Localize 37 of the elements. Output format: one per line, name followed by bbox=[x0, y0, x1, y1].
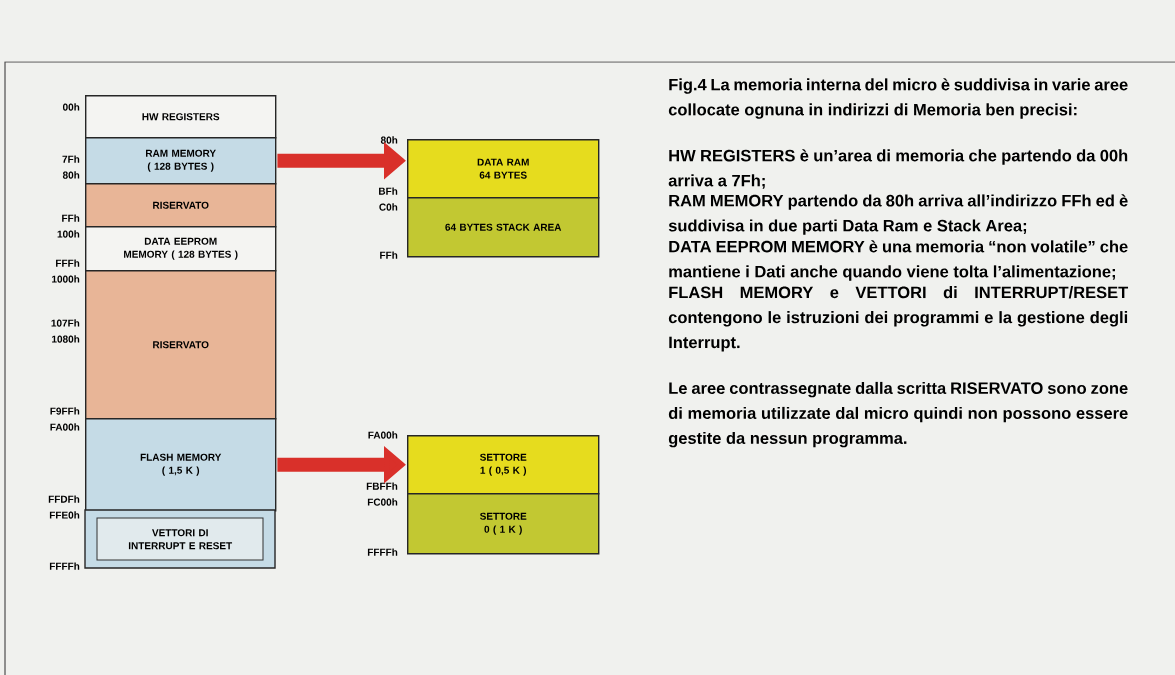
address-label: 00h bbox=[62, 103, 80, 111]
address-label: FA00h bbox=[50, 423, 80, 431]
memory-block: RISERVATO bbox=[85, 183, 277, 228]
memory-block: SETTORE 1 ( 0,5 K ) bbox=[407, 435, 600, 495]
address-label: FFh bbox=[380, 251, 398, 259]
address-label: FFFFh bbox=[367, 548, 398, 556]
paragraph: HW REGISTERS è un’area di memoria che partendo da 00h arriva a 7Fh; bbox=[668, 149, 1128, 189]
address-label: FFFFh bbox=[49, 562, 80, 570]
memory-block: RISERVATO bbox=[85, 270, 277, 420]
memory-block: VETTORI DI INTERRUPT E RESET bbox=[84, 509, 276, 569]
paragraph: DATA EEPROM MEMORY è una memoria “non volatile” che mantiene i Dati anche quando viene tolta l’alimentazione; bbox=[669, 240, 1128, 281]
address-label: 7Fh bbox=[62, 155, 80, 163]
address-label: 80h bbox=[62, 171, 80, 179]
address-label: 80h bbox=[380, 136, 398, 144]
memory-block: DATA EEPROM MEMORY ( 128 BYTES ) bbox=[85, 226, 277, 272]
paragraph: FLASH MEMORY e VETTORI di INTERRUPT/RESET contengono le istruzioni dei programmi e la gestione degli Interrupt. bbox=[668, 286, 1129, 352]
address-label: FBFFh bbox=[366, 482, 398, 490]
address-label: F9FFh bbox=[50, 407, 80, 415]
address-label: FFE0h bbox=[49, 511, 80, 519]
memory-block: DATA RAM 64 BYTES bbox=[407, 139, 600, 199]
memory-block: 64 BYTES STACK AREA bbox=[407, 197, 600, 258]
paragraph: Le aree contrassegnate dalla scritta RISERVATO sono zone di memoria utilizzate dal micro quindi non possono essere gestite da nessun programma. bbox=[668, 381, 1128, 448]
address-label: 1000h bbox=[52, 275, 80, 283]
memory-block: RAM MEMORY ( 128 BYTES ) bbox=[85, 137, 277, 185]
address-label: C0h bbox=[379, 203, 398, 211]
memory-block: FLASH MEMORY ( 1,5 K ) bbox=[85, 418, 277, 512]
paragraph: RAM MEMORY partendo da 80h arriva all’indirizzo FFh ed è suddivisa in due parti Data Ram e Stack Area; bbox=[668, 194, 1128, 235]
memory-block: HW REGISTERS bbox=[85, 95, 277, 139]
address-label: FFFh bbox=[56, 259, 80, 267]
caption: Fig.4 La memoria interna del micro è suddivisa in varie aree collocate ognuna in indirizzi di Memoria ben precisi: bbox=[668, 78, 1128, 119]
address-label: FA00h bbox=[368, 431, 398, 439]
memory-block: SETTORE 0 ( 1 K ) bbox=[407, 493, 600, 555]
address-label: BFh bbox=[379, 187, 398, 195]
address-label: 100h bbox=[57, 230, 80, 238]
address-label: FFh bbox=[62, 214, 80, 222]
address-label: FC00h bbox=[367, 498, 398, 506]
address-label: FFDFh bbox=[48, 495, 80, 503]
